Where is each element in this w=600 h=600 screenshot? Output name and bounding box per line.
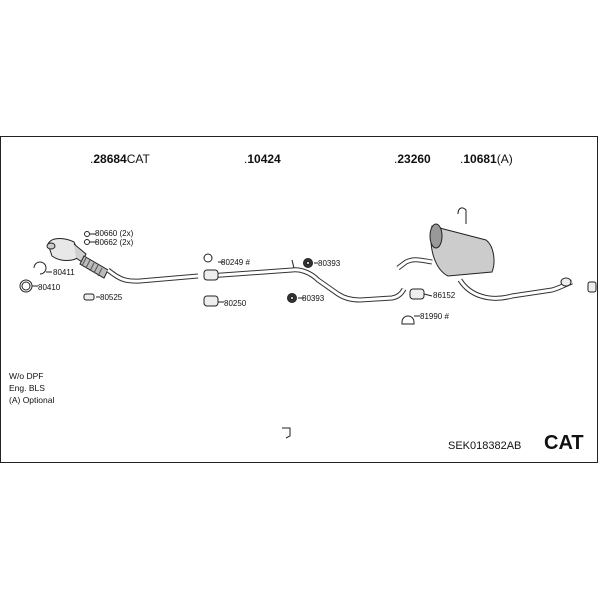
note-line-3: (A) Optional <box>9 395 55 405</box>
callout-81990[interactable]: 81990 # <box>420 312 449 321</box>
front-pipe-icon <box>106 268 199 284</box>
diagram-frame <box>0 136 598 463</box>
callout-80660[interactable]: 80660 (2x) <box>95 229 134 238</box>
callout-80411[interactable]: 80411 <box>53 268 75 277</box>
callout-80393-lower[interactable]: 80393 <box>302 294 325 303</box>
note-line-2: Eng. BLS <box>9 383 45 393</box>
clamp-icon <box>203 295 219 307</box>
callout-86152[interactable]: 86152 <box>433 291 456 300</box>
flex-pipe-icon <box>79 255 109 279</box>
part-number-10424[interactable]: .10424 <box>244 152 281 166</box>
rear-silencer-icon <box>429 207 495 277</box>
part-number-28684[interactable]: .28684CAT <box>90 152 150 166</box>
cat-badge: CAT <box>544 432 584 454</box>
rubber-hanger-icon <box>83 293 95 301</box>
connector-icon <box>282 427 291 439</box>
nut-icon <box>84 239 90 245</box>
callout-80662[interactable]: 80662 (2x) <box>95 238 134 247</box>
clamp-icon <box>401 315 415 325</box>
bolt-icon <box>84 231 90 237</box>
callout-80393-upper[interactable]: 80393 <box>318 259 341 268</box>
catalytic-converter-icon <box>46 238 87 263</box>
part-number-23260[interactable]: .23260 <box>394 152 431 166</box>
callout-80525[interactable]: 80525 <box>100 293 123 302</box>
rear-pipe-icon <box>396 257 433 270</box>
clamp-icon <box>33 261 47 275</box>
note-line-1: W/o DPF <box>9 371 44 381</box>
exhaust-pipe-icon <box>207 267 407 303</box>
clamp-icon <box>409 288 425 300</box>
callout-80249[interactable]: 80249 # <box>221 258 250 267</box>
tail-pipe-icon <box>457 277 573 301</box>
callout-80410[interactable]: 80410 <box>38 283 61 292</box>
hanger-icon <box>203 253 213 263</box>
tail-trim-icon <box>587 281 597 293</box>
reference-code: SEK018382AB <box>448 440 522 452</box>
callout-80250[interactable]: 80250 <box>224 299 247 308</box>
part-number-10681[interactable]: .10681(A) <box>460 152 513 166</box>
clamp-icon <box>203 269 219 281</box>
